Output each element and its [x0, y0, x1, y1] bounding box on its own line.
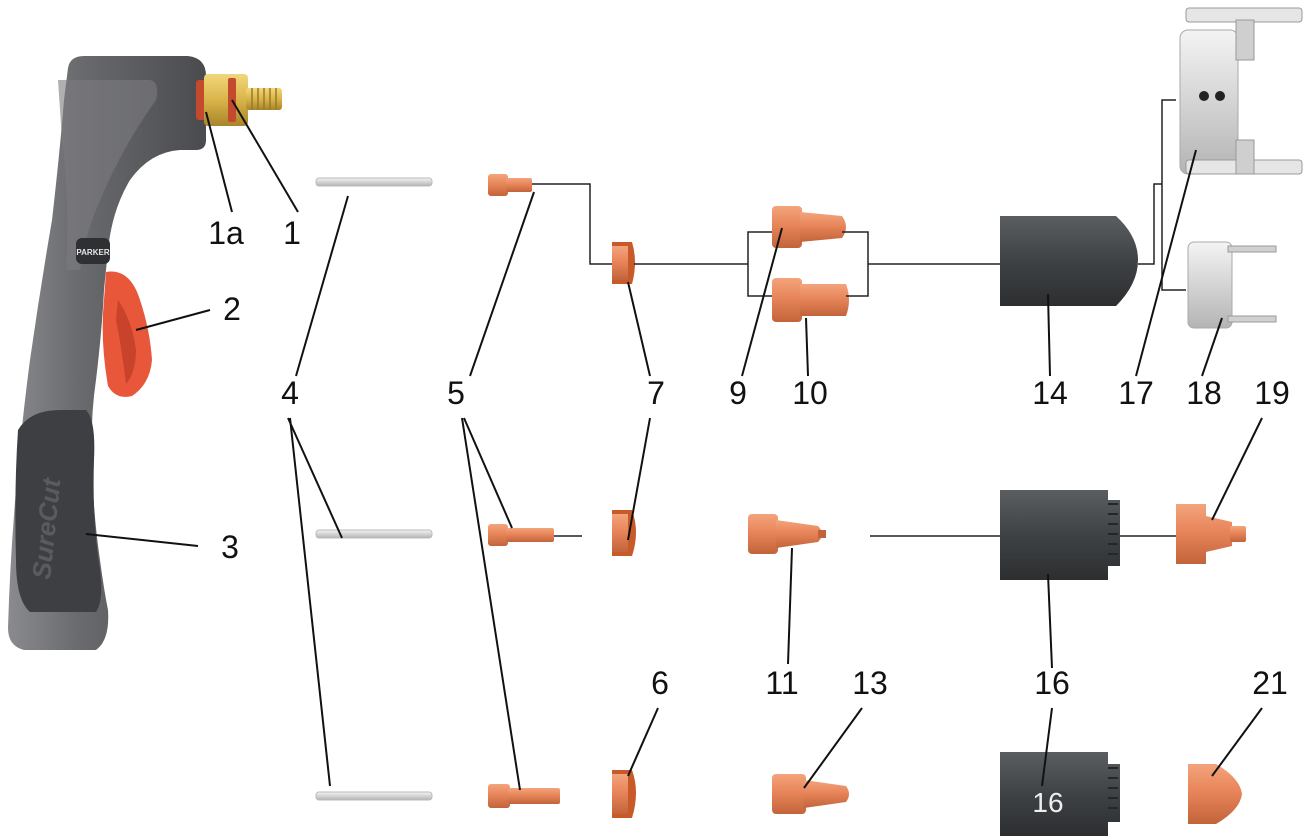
- part-21: [1188, 764, 1242, 824]
- part-18: [1187, 241, 1277, 329]
- callout-13: 13: [852, 665, 888, 701]
- part-9: [772, 206, 846, 248]
- torch-brand-text: PARKER: [76, 248, 109, 257]
- callout-16-mid: 16: [1034, 665, 1070, 701]
- callout-16-bot: 16: [1032, 787, 1063, 818]
- callout-21: 21: [1252, 665, 1288, 701]
- part-13: [772, 774, 849, 814]
- callout-3: 3: [221, 529, 239, 565]
- callout-9: 9: [729, 375, 747, 411]
- part-16-mid: [1000, 490, 1120, 580]
- torch-trigger-shade: [116, 300, 136, 384]
- part-17: [1179, 7, 1303, 175]
- torch-head-thread-lines: [251, 88, 277, 110]
- callout-7-top: 7: [647, 375, 665, 411]
- part-6: [612, 770, 636, 818]
- callout-2: 2: [223, 291, 241, 327]
- callout-14: 14: [1032, 375, 1068, 411]
- part-4-top: [315, 177, 433, 187]
- leader-lines: [85, 99, 1263, 791]
- part-4-mid: [315, 529, 433, 539]
- part-19: [1176, 504, 1246, 564]
- callout-6: 6: [651, 665, 669, 701]
- torch-brand-badge: [76, 238, 110, 264]
- callout-19: 19: [1254, 375, 1290, 411]
- callout-11: 11: [765, 665, 798, 701]
- callout-10: 10: [792, 375, 828, 411]
- callout-4: 4: [281, 375, 299, 411]
- callout-1: 1: [283, 215, 301, 251]
- part-5-top: [488, 174, 532, 196]
- torch-grip-panel: [15, 410, 102, 612]
- callout-labels: 1a 1 2 3 4 5 7 9 10 14 17 18 19 6 11 13 …: [208, 215, 1290, 818]
- part-5-bot: [488, 784, 560, 808]
- connector-lines: [532, 99, 1186, 537]
- part-11: [748, 514, 826, 554]
- part-4-bot: [315, 791, 433, 801]
- torch-head-brass-body: [204, 74, 248, 126]
- callout-17: 17: [1118, 375, 1154, 411]
- part-14: [1000, 216, 1138, 306]
- part-7-mid: [612, 510, 636, 556]
- part-7-top: [612, 242, 635, 284]
- part-10: [772, 278, 849, 322]
- callout-1a: 1a: [208, 215, 244, 251]
- callout-5: 5: [447, 375, 465, 411]
- part-16-bot: [1000, 752, 1120, 836]
- torch-grip-highlight: [58, 80, 158, 270]
- torch-handle: PARKER SureCut: [8, 56, 282, 650]
- part-5-mid: [488, 524, 554, 546]
- callout-18: 18: [1186, 375, 1222, 411]
